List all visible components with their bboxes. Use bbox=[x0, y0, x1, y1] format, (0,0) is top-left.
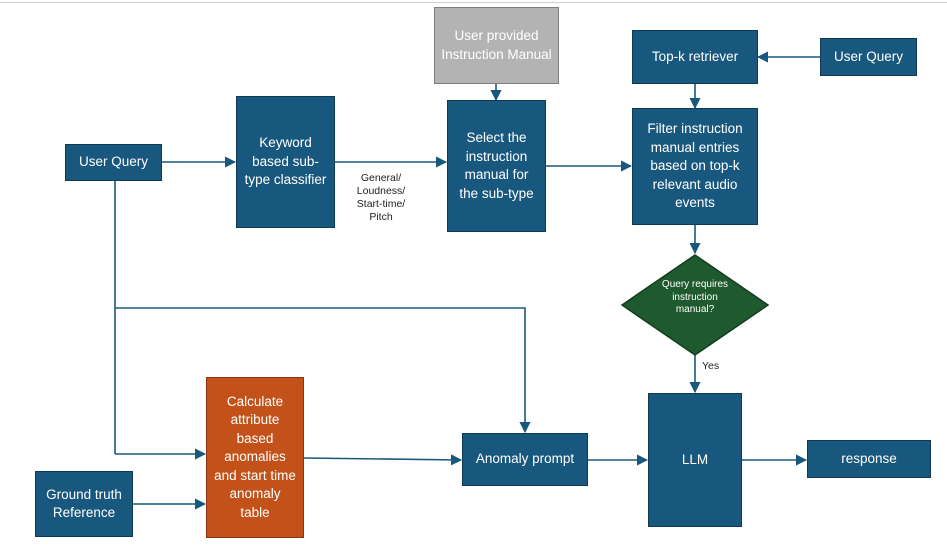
anomaly-prompt-text: Anomaly prompt bbox=[475, 451, 575, 467]
user-query-right-box: User Query bbox=[820, 38, 917, 76]
subtype-edge-label: General/ Loudness/ Start-time/ Pitch bbox=[356, 172, 406, 223]
calculate-anomalies-box: Calculate attribute based anomalies and … bbox=[206, 377, 304, 538]
anomaly-prompt-box: Anomaly prompt bbox=[462, 433, 588, 486]
arrow-trunk-to-prompt bbox=[115, 307, 531, 434]
select-manual-box: Select the instruction manual for the su… bbox=[447, 100, 546, 232]
topk-retriever-text: Top-k retriever bbox=[651, 48, 739, 64]
ground-truth-box: Ground truth Reference bbox=[35, 471, 133, 537]
llm-text: LLM bbox=[681, 451, 709, 467]
instruction-manual-text: User provided Instruction Manual bbox=[441, 28, 552, 62]
arrow-calculate-to-prompt bbox=[303, 454, 463, 466]
yes-edge-label: Yes bbox=[702, 360, 720, 372]
select-manual-text: Select the instruction manual for the su… bbox=[459, 130, 534, 201]
top-divider bbox=[0, 2, 947, 3]
user-query-left-text: User Query bbox=[78, 154, 149, 170]
user-query-right-text: User Query bbox=[833, 48, 904, 64]
user-query-left-box: User Query bbox=[65, 144, 162, 181]
calculate-anomalies-text: Calculate attribute based anomalies and … bbox=[214, 393, 296, 520]
instruction-manual-box: User provided Instruction Manual bbox=[434, 7, 559, 84]
keyword-classifier-box: Keyword based sub-type classifier bbox=[236, 96, 335, 228]
llm-box: LLM bbox=[648, 393, 742, 527]
decision-text: Query requires instruction manual? bbox=[661, 279, 729, 315]
ground-truth-text: Ground truth Reference bbox=[46, 486, 122, 521]
keyword-classifier-text: Keyword based sub-type classifier bbox=[244, 135, 327, 188]
filter-entries-box: Filter instruction manual entries based … bbox=[632, 108, 758, 225]
response-text: response bbox=[841, 450, 897, 466]
response-box: response bbox=[807, 440, 931, 478]
filter-entries-text: Filter instruction manual entries based … bbox=[647, 121, 743, 211]
decision-diamond bbox=[620, 254, 770, 356]
topk-retriever-box: Top-k retriever bbox=[632, 30, 758, 84]
